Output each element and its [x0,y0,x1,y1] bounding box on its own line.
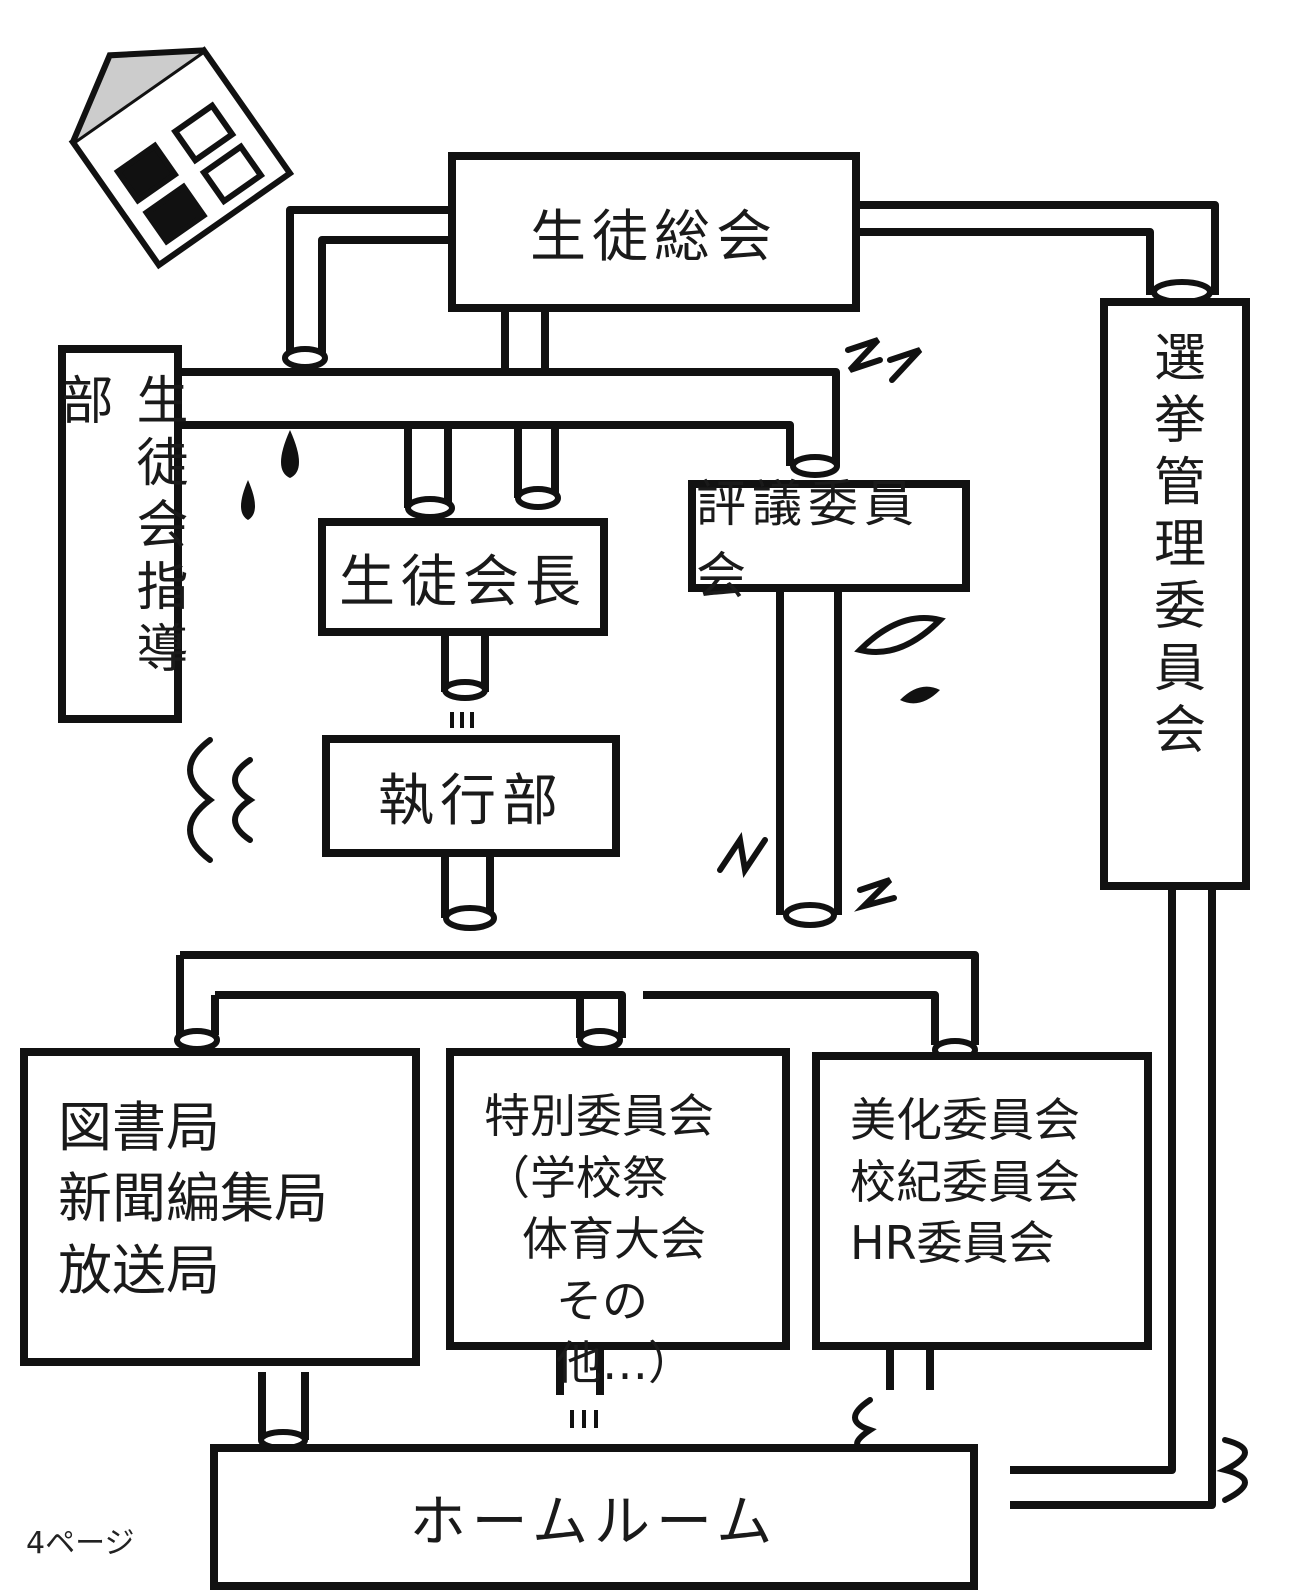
node-council: 評議委員会 [688,475,970,605]
page-number: 4ページ [26,1526,135,1561]
node-election: 選挙管理委員会 [1100,298,1250,890]
bureau-item: 放送局 [58,1238,220,1302]
node-guidance: 生徒会指導部 [52,345,187,723]
node-label: 生徒総会 [530,204,778,270]
node-homeroom: ホームルーム [210,1444,978,1590]
node-president: 生徒会長 [318,518,608,636]
node-label: ホームルーム [409,1489,779,1555]
special-item: （学校祭 [484,1150,668,1205]
special-item: 体育大会 [522,1212,706,1267]
bureau-item: 図書局 [58,1096,220,1159]
node-executive: 執行部 [322,735,620,857]
committee-item: 美化委員会 [850,1093,1080,1147]
node-label: 評議委員会 [696,475,920,605]
page-title [320,0,960,74]
special-item: 特別委員会 [484,1089,714,1143]
node-label: 選挙管理委員会 [1144,330,1205,764]
committee-item: 校紀委員会 [850,1154,1080,1209]
node-general-assembly: 生徒総会 [448,152,860,312]
node-committees: 美化委員会 校紀委員会 HR委員会 [812,1052,1152,1350]
node-label: 執行部 [378,768,564,834]
node-bureaus: 図書局 新聞編集局 放送局 [20,1048,420,1366]
node-label: 生徒会長 [339,549,587,615]
bureau-item: 新聞編集局 [58,1167,328,1231]
node-label: 生徒会指導部 [52,373,187,683]
committee-item: HR委員会 [850,1216,1055,1271]
special-item: その他…） [556,1273,694,1390]
node-special-committee: 特別委員会 （学校祭 体育大会 その他…） [446,1048,790,1390]
